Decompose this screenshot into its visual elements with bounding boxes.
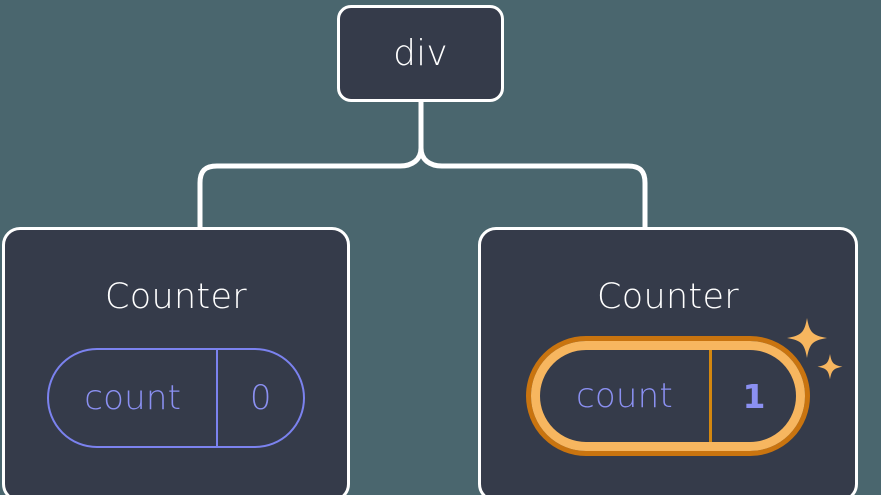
state-pill-right-highlighted[interactable]: count 1 xyxy=(526,336,810,456)
state-pill-left[interactable]: count 0 xyxy=(47,348,305,448)
state-value-right: 1 xyxy=(742,376,766,416)
state-key-cell-right: count xyxy=(540,350,712,442)
state-value-cell-left: 0 xyxy=(218,350,303,446)
node-counter-right-label: Counter xyxy=(597,277,739,317)
node-counter-left[interactable]: Counter count 0 xyxy=(2,227,350,495)
node-root-div[interactable]: div xyxy=(337,5,504,102)
state-pill-right-inner: count 1 xyxy=(531,341,805,451)
state-value-cell-right: 1 xyxy=(712,350,796,442)
state-value-left: 0 xyxy=(249,378,272,418)
node-counter-left-label: Counter xyxy=(105,277,247,317)
node-root-label: div xyxy=(393,32,448,74)
state-key-right: count xyxy=(576,376,673,416)
state-pill-left-wrap: count 0 xyxy=(5,348,347,448)
sparkle-small-icon xyxy=(817,354,843,380)
state-key-cell-left: count xyxy=(49,350,219,446)
state-pill-right-wrap: count 1 xyxy=(481,318,855,456)
node-counter-right[interactable]: Counter count 1 xyxy=(478,227,858,495)
state-key-left: count xyxy=(84,378,182,418)
